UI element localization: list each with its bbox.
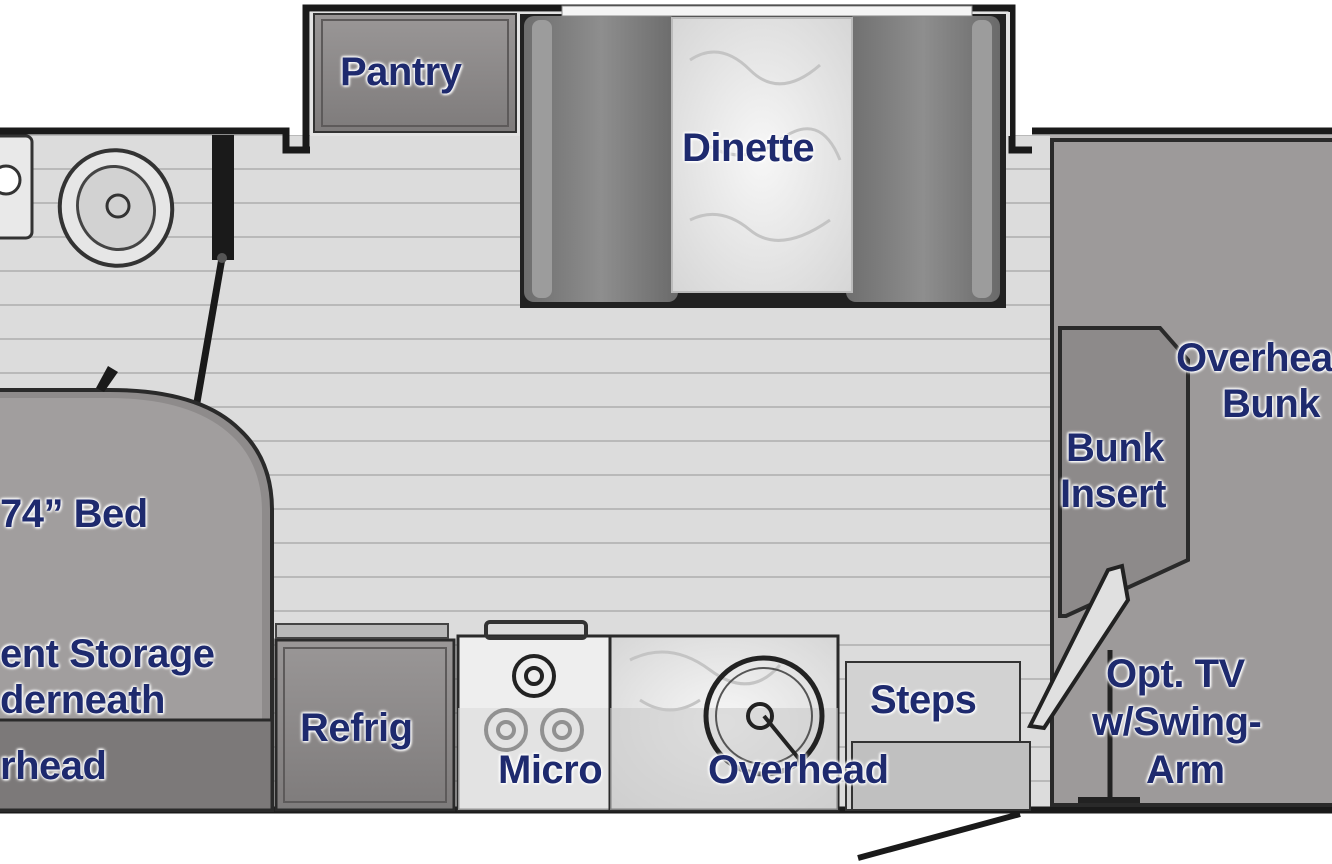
- pantry-label: Pantry: [340, 50, 462, 94]
- dinette-label: Dinette: [682, 126, 815, 170]
- tv-label-line1: Opt. TV: [1106, 652, 1245, 696]
- bunk-insert-label-line1: Bunk: [1066, 426, 1165, 470]
- kitchen-counter: [608, 634, 840, 812]
- tv-swing-arm-icon: [1026, 563, 1140, 803]
- tv-label-line3: Arm: [1146, 748, 1225, 792]
- steps-label: Steps: [870, 678, 977, 722]
- bunk-insert-label-line2: Insert: [1060, 472, 1166, 516]
- sink-icon: [0, 134, 34, 240]
- micro-label: Micro: [498, 748, 603, 792]
- pantry-cabinet: [313, 13, 517, 133]
- stove-cooktop: [456, 620, 612, 812]
- kitchen-overhead-label: Overhead: [708, 748, 889, 792]
- entry-steps: [845, 661, 1031, 861]
- refrig-label: Refrig: [300, 706, 413, 750]
- storage-label-line1: ent Storage: [0, 632, 215, 676]
- bed-overhead-label: rhead: [0, 744, 107, 788]
- refrigerator: [274, 623, 456, 812]
- dinette-set: [520, 5, 1006, 308]
- bed-label: 74” Bed: [0, 492, 148, 536]
- storage-label-line2: derneath: [0, 678, 165, 722]
- overhead-bunk: [1050, 138, 1332, 807]
- bath-area: [0, 135, 234, 409]
- overhead-bunk-label-line2: Bunk: [1222, 382, 1321, 426]
- tv-label-line2: w/Swing-: [1092, 700, 1262, 744]
- toilet-icon: [57, 148, 175, 268]
- bed: [0, 366, 274, 812]
- overhead-bunk-label-line1: Overhea: [1176, 336, 1332, 380]
